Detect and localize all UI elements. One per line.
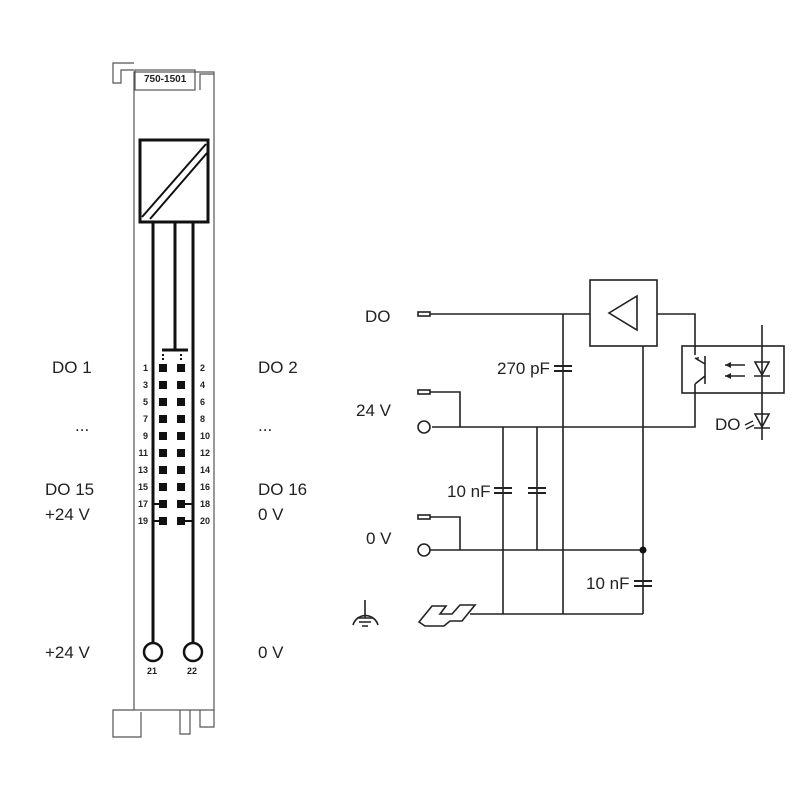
pin-contact-right xyxy=(177,398,185,406)
capacitor-10nf-bottom-icon xyxy=(634,580,652,587)
pin-contact-left xyxy=(159,466,167,474)
pin-contact-left xyxy=(159,415,167,423)
pin-number: 20 xyxy=(200,516,210,526)
label-24v: 24 V xyxy=(356,401,392,420)
bottom-left-latch xyxy=(112,709,142,738)
led-icon xyxy=(753,413,771,429)
pin-number: 1 xyxy=(143,363,148,373)
label-do2: DO 2 xyxy=(258,358,298,377)
pin-number: 18 xyxy=(200,499,210,509)
pin-contact-right xyxy=(177,381,185,389)
pin-contact-right xyxy=(177,364,185,372)
pin-number: 10 xyxy=(200,431,210,441)
din-rail-icon xyxy=(417,604,477,627)
pin-number: 2 xyxy=(200,363,205,373)
pin-number: 12 xyxy=(200,448,210,458)
label-0v-pin: 0 V xyxy=(258,505,284,524)
pin-number: 8 xyxy=(200,414,205,424)
pin-contact-left xyxy=(159,381,167,389)
pin-contact-left xyxy=(159,432,167,440)
pin-contact-left xyxy=(159,483,167,491)
label-24v-terminal: +24 V xyxy=(45,643,91,662)
label-do-led: DO xyxy=(715,415,741,434)
pin-number: 11 xyxy=(138,448,148,458)
label-10nf-a: 10 nF xyxy=(447,482,490,501)
label-ellipsis-right: ... xyxy=(258,416,272,435)
terminal-22 xyxy=(182,641,204,663)
label-0v: 0 V xyxy=(366,529,392,548)
terminal-21 xyxy=(142,641,164,663)
module-housing xyxy=(112,62,215,738)
pin-contact-right xyxy=(177,517,185,525)
pin-number: 14 xyxy=(200,465,210,475)
label-do1: DO 1 xyxy=(52,358,92,377)
label-do15: DO 15 xyxy=(45,480,94,499)
ground-icon xyxy=(352,600,379,627)
diode-icon xyxy=(753,361,771,377)
pin-number: 19 xyxy=(138,516,148,526)
part-number: 750-1501 xyxy=(144,74,187,85)
pin-number: 17 xyxy=(138,499,148,509)
pin-contact-right xyxy=(177,415,185,423)
pin-contact-left xyxy=(159,364,167,372)
pin-contact-right xyxy=(177,500,185,508)
pin-number: 3 xyxy=(143,380,148,390)
part-number-box xyxy=(134,69,196,91)
capacitor-10nf-icon xyxy=(494,487,546,494)
pin-contact-right xyxy=(177,466,185,474)
pin-number: 4 xyxy=(200,380,205,390)
light-arrows-icon xyxy=(725,362,731,379)
pin-contact-left xyxy=(159,500,167,508)
top-left-latch xyxy=(112,62,134,84)
pin-number: 7 xyxy=(143,414,148,424)
pin-number: 16 xyxy=(200,482,210,492)
pin-number: 13 xyxy=(138,465,148,475)
bottom-right-latch xyxy=(179,710,215,735)
amplifier-triangle-icon xyxy=(607,294,638,332)
optocoupler xyxy=(681,345,785,394)
terminal-21-label: 21 xyxy=(147,666,157,676)
amplifier-block xyxy=(589,279,658,347)
junction-dot xyxy=(639,546,647,554)
capacitor-270pf-icon xyxy=(554,365,572,372)
terminal-22-label: 22 xyxy=(187,666,197,676)
pin-contact-right xyxy=(177,449,185,457)
pin-contact-right xyxy=(177,432,185,440)
label-270pf: 270 pF xyxy=(497,359,550,378)
label-do-input: DO xyxy=(365,307,391,326)
pin-contact-right xyxy=(177,483,185,491)
label-24v-pin: +24 V xyxy=(45,505,91,524)
top-right-latch xyxy=(199,73,214,90)
pin-number: 9 xyxy=(143,431,148,441)
label-10nf-b: 10 nF xyxy=(586,574,629,593)
pin-contact-left xyxy=(159,449,167,457)
pin-number: 6 xyxy=(200,397,205,407)
pin-contact-left xyxy=(159,517,167,525)
pin-contact-left xyxy=(159,398,167,406)
label-do16: DO 16 xyxy=(258,480,307,499)
label-0v-terminal: 0 V xyxy=(258,643,284,662)
pin-number: 15 xyxy=(138,482,148,492)
pin-number: 5 xyxy=(143,397,148,407)
label-ellipsis-left: ... xyxy=(75,416,89,435)
schematic xyxy=(352,279,785,627)
